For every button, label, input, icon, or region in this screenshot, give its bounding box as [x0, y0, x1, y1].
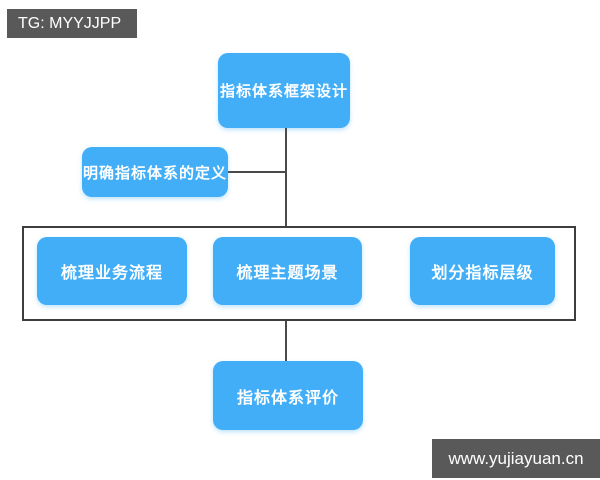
connector-side-to-trunk	[228, 171, 285, 173]
node-define-indicator-system-label: 明确指标体系的定义	[82, 164, 227, 182]
site-watermark-badge: www.yujiayuan.cn	[432, 439, 600, 478]
node-framework-design: 指标体系框架设计	[218, 53, 350, 128]
node-theme-scenario: 梳理主题场景	[213, 237, 362, 305]
tg-watermark-badge: TG: MYYJJPP	[7, 9, 137, 38]
group-container	[22, 226, 576, 321]
node-business-process-label: 梳理业务流程	[60, 265, 163, 282]
node-theme-scenario-label: 梳理主题场景	[236, 265, 339, 282]
connector-root-to-group	[285, 128, 287, 226]
node-system-evaluation: 指标体系评价	[213, 361, 363, 430]
node-system-evaluation-label: 指标体系评价	[236, 389, 339, 407]
tg-watermark-text: TG: MYYJJPP	[18, 14, 122, 32]
connector-group-to-evaluation	[285, 321, 287, 361]
node-framework-design-label: 指标体系框架设计	[219, 83, 348, 100]
site-watermark-text: www.yujiayuan.cn	[448, 448, 584, 468]
node-define-indicator-system: 明确指标体系的定义	[82, 147, 228, 197]
node-indicator-levels: 划分指标层级	[410, 237, 555, 305]
node-business-process: 梳理业务流程	[37, 237, 187, 305]
node-indicator-levels-label: 划分指标层级	[431, 265, 534, 282]
